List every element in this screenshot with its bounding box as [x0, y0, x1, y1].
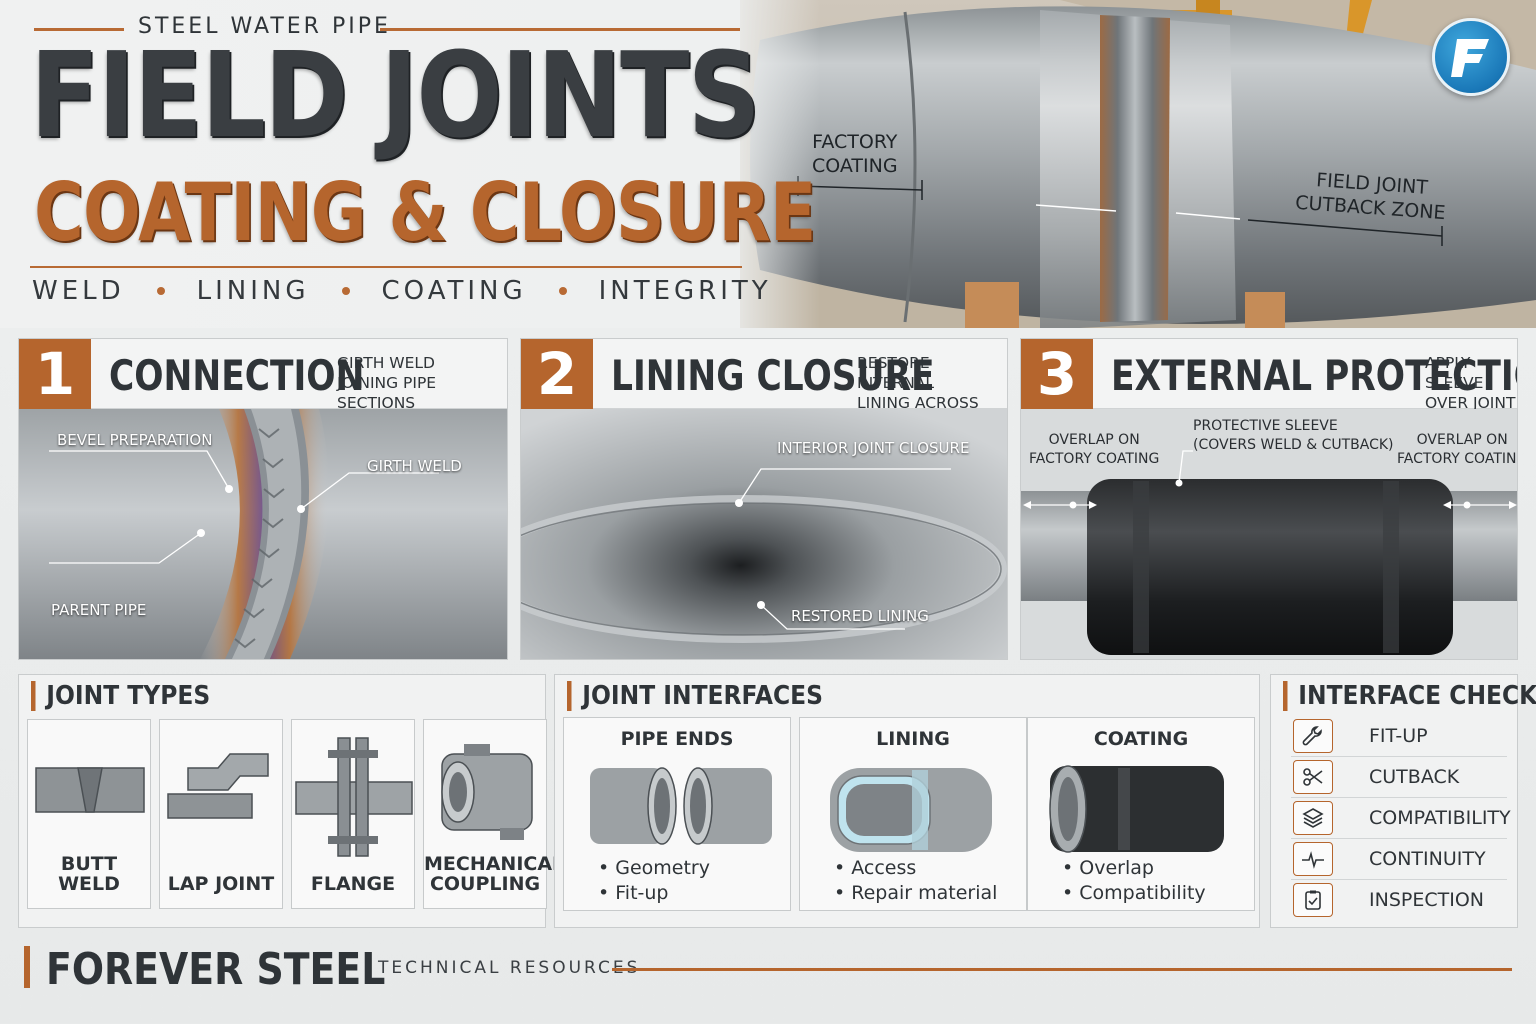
parent-pipe-callout: PARENT PIPE — [51, 601, 147, 619]
check-item-inspection[interactable]: INSPECTION — [1291, 883, 1507, 921]
protective-sleeve-image: OVERLAP ON FACTORY COATING PROTECTIVE SL… — [1021, 409, 1517, 659]
step-number: 1 — [19, 339, 91, 409]
title-divider — [30, 266, 742, 268]
lap-joint-icon — [167, 753, 269, 819]
step-title: EXTERNAL PROTECTION — [1111, 351, 1517, 400]
footer-tagline: TECHNICAL RESOURCES — [378, 958, 641, 978]
lining-icon — [830, 768, 992, 852]
interface-card-pipe-ends[interactable]: PIPE ENDS Geometry Fit-up — [563, 717, 791, 911]
interface-heading: PIPE ENDS — [620, 728, 734, 750]
step-title: LINING CLOSURE — [611, 351, 935, 400]
step-number: 2 — [521, 339, 593, 409]
butt-weld-icon — [35, 767, 145, 813]
check-item-compatibility[interactable]: COMPATIBILITY — [1291, 801, 1511, 839]
pillars-row: WELD LINING COATING INTEGRITY — [32, 276, 772, 306]
hero-banner: STEEL WATER PIPE FIELD JOINTS COATING & … — [0, 0, 1536, 328]
hero-pipe-photo — [740, 0, 1536, 328]
pillar-integrity: INTEGRITY — [598, 276, 772, 306]
bullet-dot — [156, 287, 165, 295]
pipe-interior-illustration — [521, 409, 1007, 659]
step-title: CONNECTION — [109, 351, 365, 400]
logo-f-icon — [1451, 39, 1489, 77]
step-external-protection-panel: 3 EXTERNAL PROTECTION APPLY SLEEVE OVER … — [1020, 338, 1518, 660]
bullet-dot — [341, 287, 350, 295]
joint-interfaces-panel: JOINT INTERFACES PIPE ENDS Geometry Fit-… — [554, 674, 1260, 928]
protective-sleeve-callout: PROTECTIVE SLEEVE (COVERS WELD & CUTBACK… — [1193, 418, 1394, 453]
footer-accent-bar — [24, 946, 30, 988]
wrench-icon — [1293, 719, 1333, 753]
pipe-ends-icon — [590, 767, 772, 845]
step-header: 3 EXTERNAL PROTECTION APPLY SLEEVE OVER … — [1021, 339, 1517, 412]
layers-icon — [1293, 801, 1333, 835]
interface-heading: COATING — [1093, 728, 1189, 750]
joint-type-butt-weld[interactable]: BUTT WELD — [27, 719, 151, 909]
coating-icon — [1049, 765, 1224, 853]
joint-types-title: JOINT TYPES — [31, 681, 210, 711]
interface-bullets: Access Repair material — [834, 856, 997, 906]
interface-bullets: Geometry Fit-up — [598, 856, 710, 906]
bullet-dot — [558, 287, 567, 295]
check-label: COMPATIBILITY — [1369, 807, 1511, 829]
hero-left-backdrop — [0, 0, 820, 328]
check-item-cutback[interactable]: CUTBACK — [1291, 760, 1507, 798]
check-label: INSPECTION — [1369, 889, 1484, 911]
eyebrow-text: STEEL WATER PIPE — [138, 14, 391, 39]
protective-sleeve-illustration — [1021, 409, 1517, 659]
footer-brand[interactable]: FOREVER STEEL — [46, 944, 386, 995]
pillar-lining: LINING — [196, 276, 310, 306]
step-lining-closure-panel: 2 LINING CLOSURE RESTORE INTERNAL LINING… — [520, 338, 1008, 660]
interface-checks-title: INTERFACE CHECKS — [1283, 681, 1536, 711]
interface-checks-panel: INTERFACE CHECKS FIT-UP CUTBACK COMPATIB… — [1270, 674, 1536, 928]
overlap-left-callout: OVERLAP ON FACTORY COATING — [1029, 432, 1160, 467]
check-label: CUTBACK — [1369, 766, 1460, 788]
joint-type-label: MECHANICAL COUPLING — [424, 853, 565, 895]
factory-coating-label: FACTORY COATING — [812, 131, 898, 177]
eyebrow-rule-right — [380, 28, 740, 31]
interface-card-coating[interactable]: COATING Overlap Compatibility — [1027, 717, 1255, 911]
step-header: 1 CONNECTION GIRTH WELD JOINING PIPE SEC… — [19, 339, 507, 412]
joint-type-label: FLANGE — [310, 873, 396, 895]
check-item-continuity[interactable]: CONTINUITY — [1291, 842, 1507, 880]
joint-types-panel: JOINT TYPES BUTT WELD LAP JOINT FLANGE — [18, 674, 565, 928]
page-title: FIELD JOINTS — [30, 26, 761, 164]
joint-type-label: LAP JOINT — [167, 873, 275, 895]
overlap-right-callout: OVERLAP ON FACTORY COATING — [1397, 432, 1518, 467]
scissors-icon — [1293, 760, 1333, 794]
flange-icon — [295, 737, 413, 857]
girth-weld-image: BEVEL PREPARATION GIRTH WELD PARENT PIPE — [19, 409, 507, 659]
check-item-fit-up[interactable]: FIT-UP — [1291, 719, 1507, 757]
step-subtitle: GIRTH WELD JOINING PIPE SECTIONS — [337, 354, 437, 412]
clipboard-check-icon — [1293, 883, 1333, 917]
joint-type-flange[interactable]: FLANGE — [291, 719, 415, 909]
page-subtitle: COATING & CLOSURE — [34, 166, 816, 259]
joint-type-mechanical-coupling[interactable]: MECHANICAL COUPLING — [423, 719, 565, 909]
step-header: 2 LINING CLOSURE RESTORE INTERNAL LINING… — [521, 339, 1007, 432]
step-number: 3 — [1021, 339, 1093, 409]
pillar-coating: COATING — [381, 276, 527, 306]
joint-interfaces-title: JOINT INTERFACES — [567, 681, 823, 711]
joint-type-label: BUTT WELD — [58, 853, 120, 895]
step-connection-panel: 1 CONNECTION GIRTH WELD JOINING PIPE SEC… — [18, 338, 508, 660]
joint-type-lap-joint[interactable]: LAP JOINT — [159, 719, 283, 909]
girth-weld-callout: GIRTH WELD — [367, 457, 462, 475]
pipe-interior-image: INTERIOR JOINT CLOSURE RESTORED LINING — [521, 409, 1007, 659]
restored-lining-callout: RESTORED LINING — [791, 607, 929, 625]
interface-bullets: Overlap Compatibility — [1062, 856, 1205, 906]
mechanical-coupling-icon — [441, 744, 533, 840]
interface-heading: LINING — [876, 728, 950, 750]
step-subtitle: APPLY SLEEVE OVER JOINT — [1425, 354, 1516, 412]
check-label: FIT-UP — [1369, 725, 1428, 747]
brand-logo[interactable] — [1432, 18, 1510, 96]
check-label: CONTINUITY — [1369, 848, 1486, 870]
girth-weld-illustration — [19, 409, 507, 659]
bevel-preparation-callout: BEVEL PREPARATION — [57, 431, 213, 449]
interior-joint-closure-callout: INTERIOR JOINT CLOSURE — [777, 439, 970, 457]
pulse-icon — [1293, 842, 1333, 876]
pillar-weld: WELD — [32, 276, 125, 306]
footer-divider — [612, 968, 1512, 971]
eyebrow-rule-left — [34, 28, 124, 31]
interface-card-lining[interactable]: LINING Access Repair material — [799, 717, 1027, 911]
